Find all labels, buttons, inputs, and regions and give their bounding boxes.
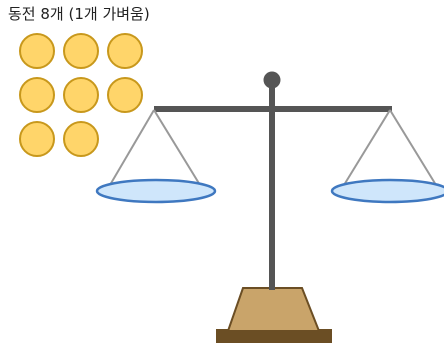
scale-knob [264, 72, 281, 89]
scale-beam [154, 106, 392, 112]
left-pan-string [154, 110, 200, 185]
left-pan-string [110, 110, 154, 185]
scale-post [269, 84, 275, 290]
right-pan-string [344, 110, 390, 185]
scale-base [228, 288, 319, 331]
right-pan-string [390, 110, 436, 185]
left-pan[interactable] [97, 180, 215, 202]
right-pan[interactable] [332, 180, 444, 202]
